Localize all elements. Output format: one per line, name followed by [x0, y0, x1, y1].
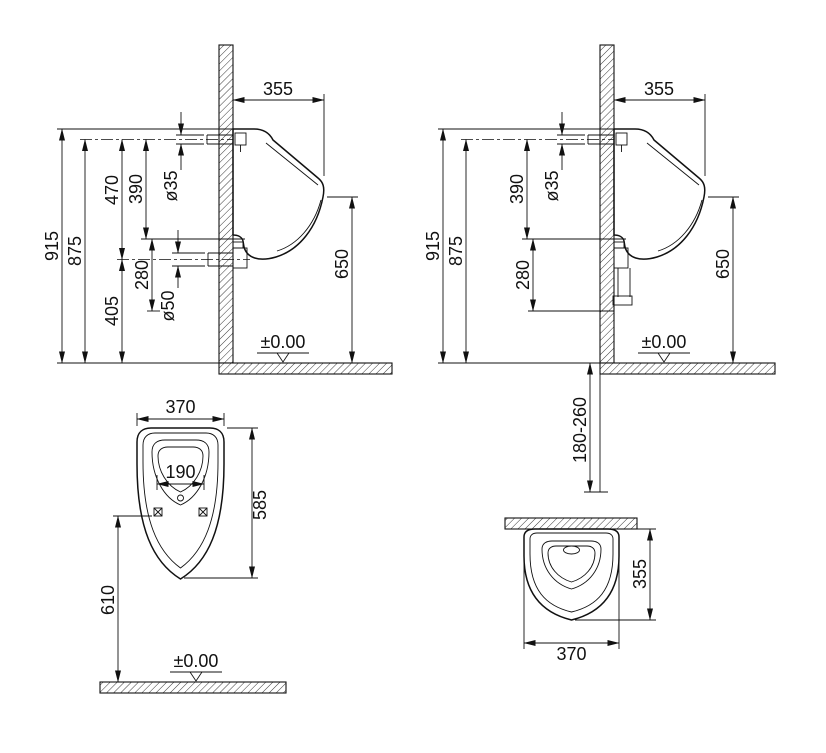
front-view: 370 190 585 610 ±0.00 [98, 397, 287, 694]
dim-label-585: 585 [250, 490, 270, 520]
wall-section-right [599, 44, 615, 364]
side-view-left: 355 915 875 470 405 390 280 ø35 [42, 44, 393, 375]
floor-section [218, 362, 393, 375]
floor-section-front [99, 681, 287, 694]
datum-label-front: ±0.00 [174, 651, 219, 671]
urinal-side-profile-right [587, 128, 706, 306]
datum-symbol-left: ±0.00 [257, 332, 309, 363]
dim-label-405: 405 [102, 296, 122, 326]
dim-585: 585 [184, 427, 270, 579]
dim-370-top: 370 [523, 560, 620, 664]
dim-label-370-front: 370 [165, 397, 195, 417]
dim-190: 190 [156, 462, 205, 490]
datum-symbol-front: ±0.00 [170, 651, 222, 682]
dim-label-370-top: 370 [556, 644, 586, 664]
dim-405: 405 [102, 259, 125, 364]
datum-symbol-right: ±0.00 [638, 332, 690, 363]
dim-label-875-left: 875 [65, 236, 85, 266]
dim-610: 610 [98, 515, 152, 683]
dim-label-355-left: 355 [263, 79, 293, 99]
top-view: 355 370 [504, 517, 656, 664]
dim-label-650-right: 650 [713, 249, 733, 279]
dim-875-left: 875 [65, 139, 88, 364]
dim-915-right: 915 [423, 128, 614, 364]
urinal-top-outline [523, 528, 620, 621]
side-view-right: 355 915 875 390 280 ø35 650 180-260 ± [423, 44, 776, 493]
dim-label-355-right: 355 [644, 79, 674, 99]
dim-355-left: 355 [232, 79, 325, 176]
dim-label-915-left: 915 [42, 231, 62, 261]
dim-label-390-right: 390 [507, 174, 527, 204]
inlet-detail [563, 545, 580, 555]
dim-dia35-left: ø35 [161, 112, 204, 202]
floor-section-right [599, 362, 776, 375]
urinal-front-outline [136, 427, 225, 580]
dim-label-dia50: ø50 [158, 290, 178, 321]
dim-label-650-left: 650 [332, 249, 352, 279]
dim-label-dia35-right: ø35 [542, 170, 562, 201]
fixing-bracket-left [153, 507, 163, 517]
dim-280-right: 280 [513, 238, 614, 312]
dim-label-range-180-260: 180-260 [570, 397, 590, 463]
datum-label-right: ±0.00 [642, 332, 687, 352]
dim-label-355-top: 355 [630, 559, 650, 589]
dim-label-dia35-left: ø35 [161, 170, 181, 201]
dim-range-180-260: 180-260 [570, 362, 608, 493]
dim-label-280-left: 280 [132, 260, 152, 290]
dim-label-470: 470 [102, 175, 122, 205]
dim-label-875-right: 875 [446, 236, 466, 266]
dim-650-right: 650 [708, 196, 739, 364]
dim-label-610: 610 [98, 585, 118, 615]
dim-280-left: 280 [132, 238, 160, 312]
dim-650-left: 650 [327, 196, 358, 364]
dim-label-190: 190 [165, 462, 195, 482]
dim-355-top: 355 [575, 528, 656, 621]
dim-390-left: 390 [126, 139, 245, 240]
dim-875-right: 875 [446, 139, 469, 364]
dim-370-front: 370 [136, 397, 225, 426]
wall-section [218, 44, 234, 364]
dim-label-915-right: 915 [423, 231, 443, 261]
dim-label-280-right: 280 [513, 260, 533, 290]
dim-390-right: 390 [507, 139, 626, 240]
dim-915-left: 915 [42, 128, 233, 364]
dim-label-390-left: 390 [126, 174, 146, 204]
wall-section-top-view [504, 517, 638, 530]
fixing-bracket-right [198, 507, 208, 517]
dim-355-right: 355 [613, 79, 706, 176]
dim-470: 470 [102, 139, 125, 260]
dim-dia35-right: ø35 [542, 112, 585, 202]
dim-dia50: ø50 [158, 230, 205, 322]
datum-label-left: ±0.00 [261, 332, 306, 352]
